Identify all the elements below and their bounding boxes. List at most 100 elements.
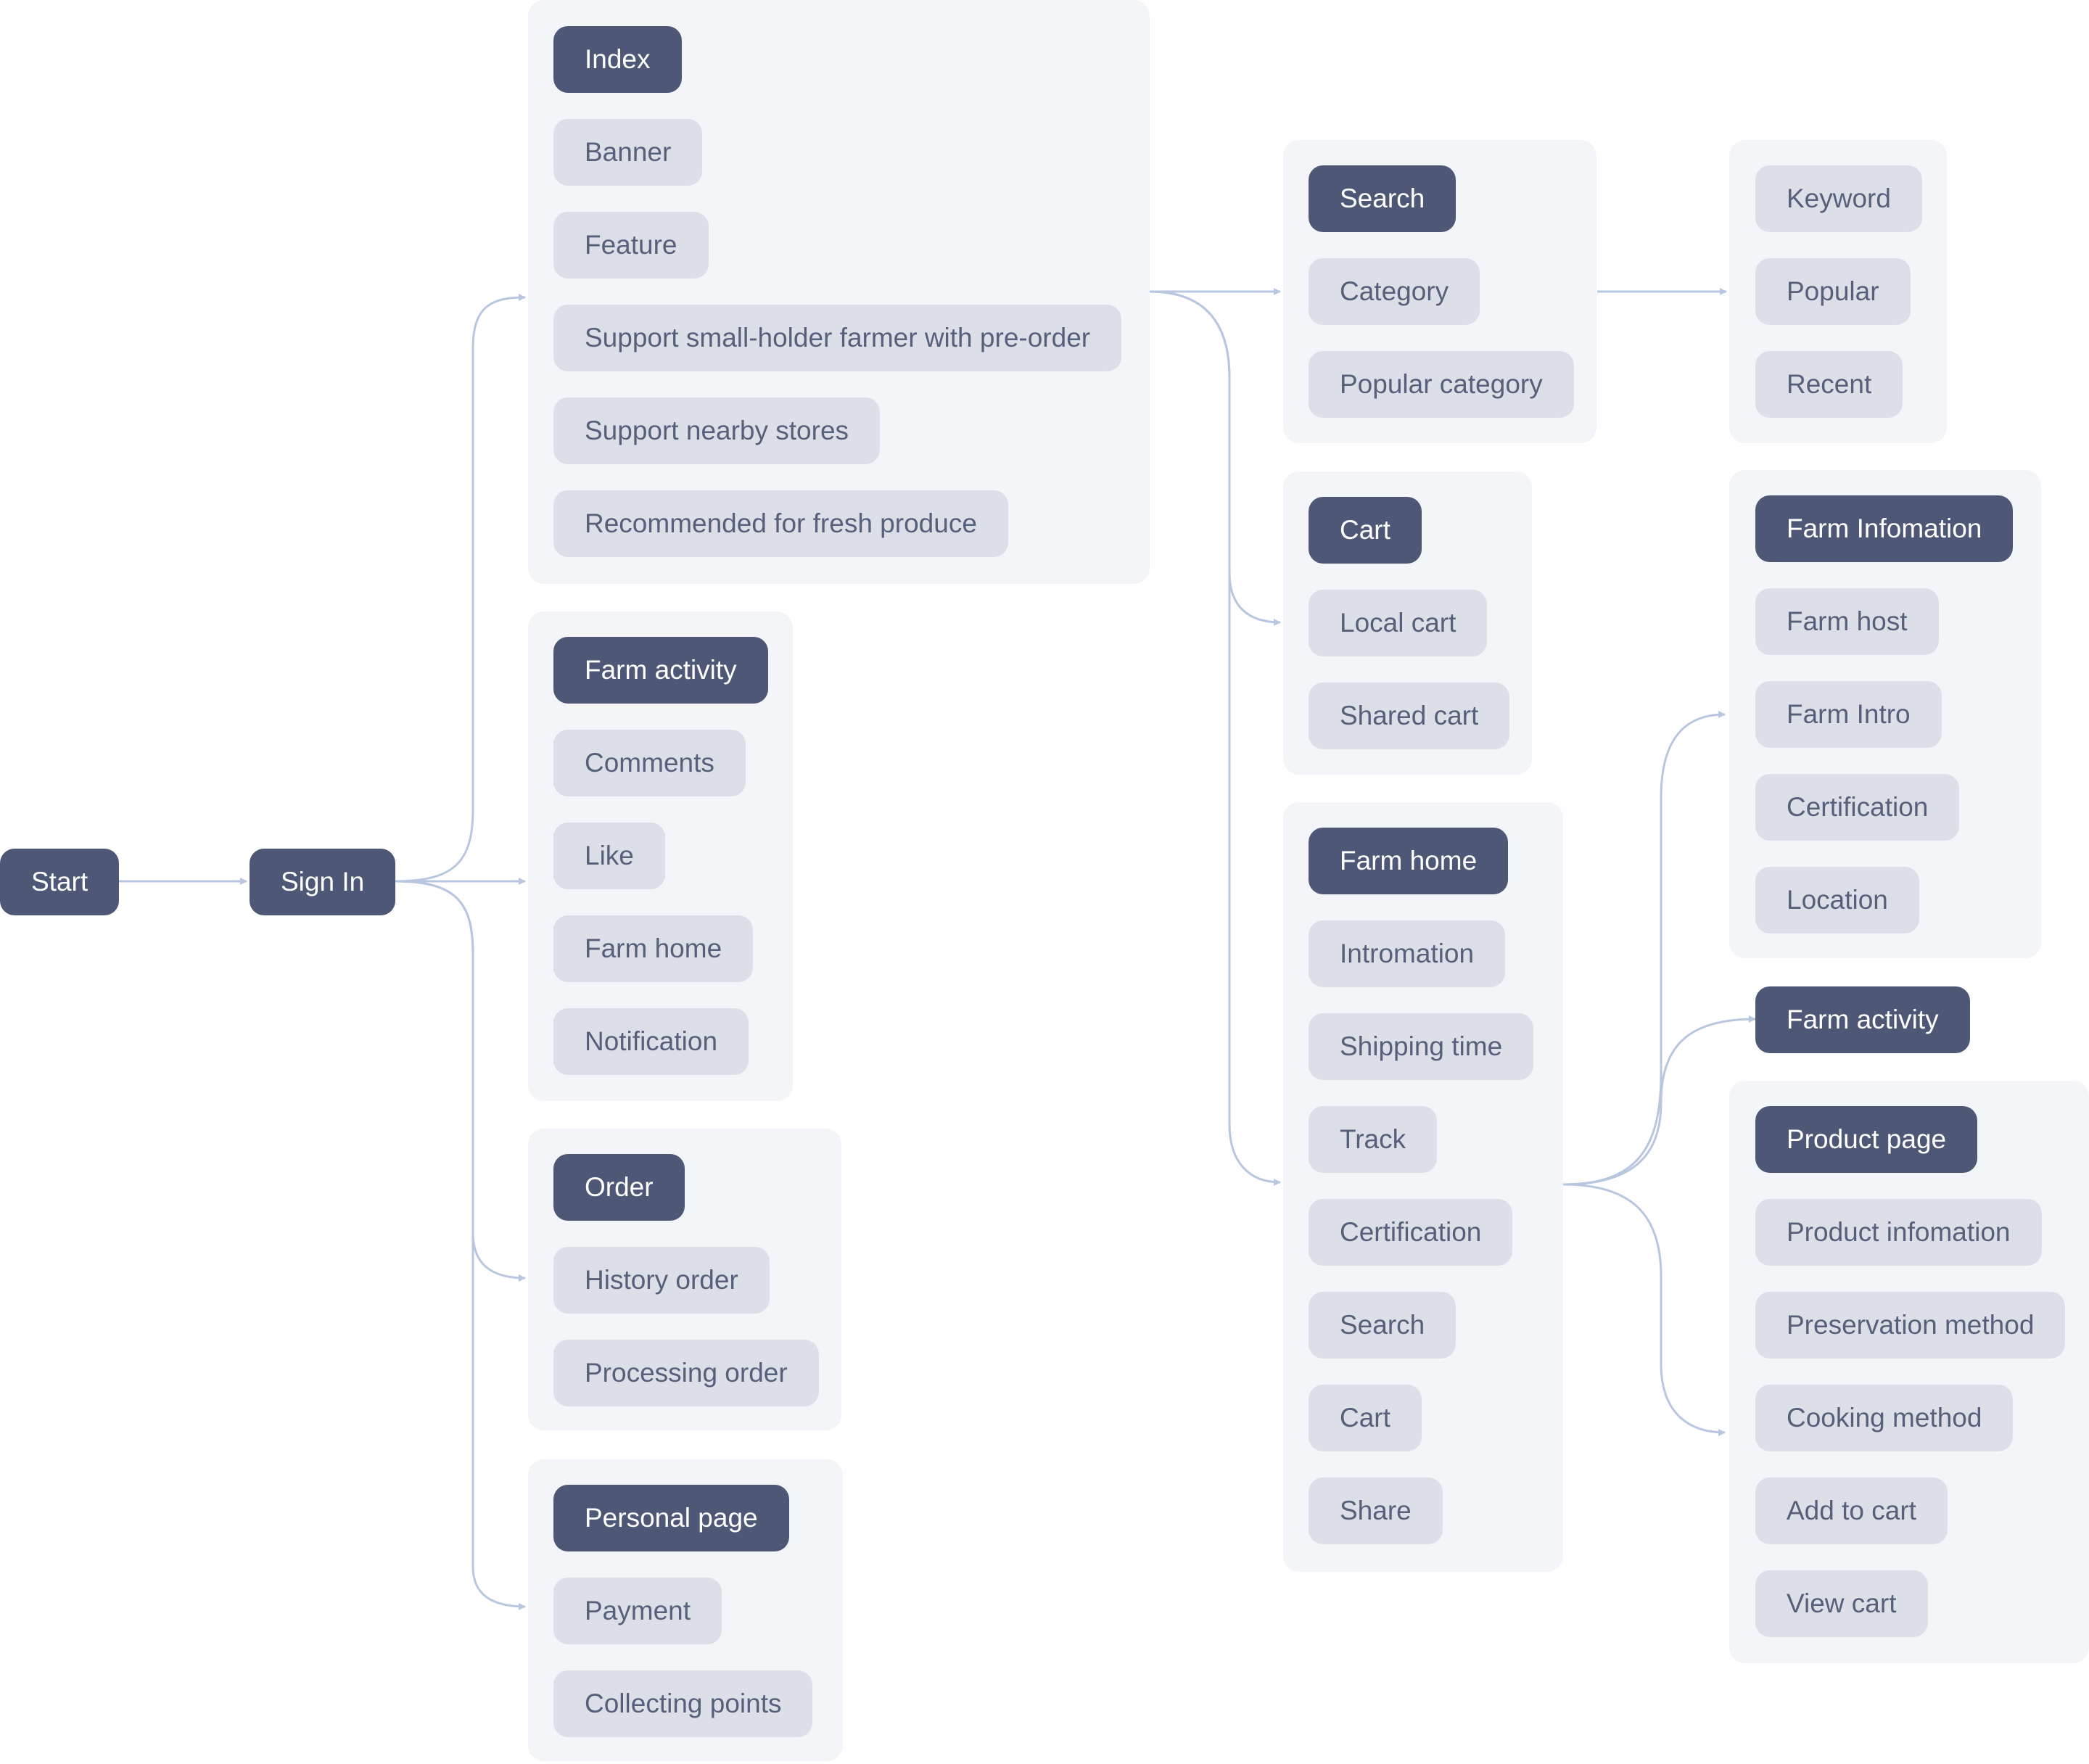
popular-node[interactable]: Popular [1755,258,1911,325]
shipping-time-node[interactable]: Shipping time [1309,1013,1534,1080]
location-label: Location [1787,885,1888,915]
popular-label: Popular [1787,276,1879,306]
like-label: Like [585,841,634,870]
intromation-node[interactable]: Intromation [1309,920,1506,987]
product-page-title: Product page [1787,1124,1947,1154]
category-node[interactable]: Category [1309,258,1480,325]
recommended-label: Recommended for fresh produce [585,508,977,538]
farm-activity-title: Farm activity [585,655,737,685]
farm-host-label: Farm host [1787,606,1908,636]
product-page-group [1729,1081,2089,1663]
arrow-farmhome-to-product [1562,1183,1726,1436]
product-information-label: Product infomation [1787,1217,2011,1247]
sign-in-node[interactable]: Sign In [250,849,396,915]
farm-home-cart-node[interactable]: Cart [1309,1385,1422,1451]
farm-home-cart-label: Cart [1340,1403,1390,1433]
farm-activity-node[interactable]: Farm activity [553,637,768,704]
arrow-signin-to-personal [395,880,526,1610]
support-nearby-node[interactable]: Support nearby stores [553,397,881,464]
search-node[interactable]: Search [1309,165,1456,232]
shared-cart-node[interactable]: Shared cart [1309,683,1510,749]
keyword-label: Keyword [1787,184,1891,213]
feature-node[interactable]: Feature [553,212,709,279]
processing-order-label: Processing order [585,1358,788,1388]
cart-node[interactable]: Cart [1309,497,1422,564]
popular-category-node[interactable]: Popular category [1309,351,1574,418]
share-node[interactable]: Share [1309,1477,1443,1544]
farm-home-certification-node[interactable]: Certification [1309,1199,1513,1266]
recommended-node[interactable]: Recommended for fresh produce [553,490,1008,557]
farm-home-search-node[interactable]: Search [1309,1292,1456,1359]
farm-certification-node[interactable]: Certification [1755,774,1960,841]
feature-label: Feature [585,230,677,260]
support-smallholder-node[interactable]: Support small-holder farmer with pre-ord… [553,305,1122,371]
farm-home-certification-label: Certification [1340,1217,1482,1247]
comments-node[interactable]: Comments [553,730,746,796]
collecting-points-label: Collecting points [585,1689,782,1718]
farm-intro-node[interactable]: Farm Intro [1755,681,1942,748]
support-smallholder-label: Support small-holder farmer with pre-ord… [585,323,1091,353]
product-page-node[interactable]: Product page [1755,1106,1978,1173]
add-to-cart-node[interactable]: Add to cart [1755,1477,1948,1544]
like-node[interactable]: Like [553,823,665,889]
share-label: Share [1340,1496,1412,1525]
arrow-index-to-farmhome [1149,290,1281,1186]
processing-order-node[interactable]: Processing order [553,1340,819,1406]
farm-activity-standalone-node[interactable]: Farm activity [1755,986,1970,1053]
shared-cart-label: Shared cart [1340,701,1479,730]
history-order-node[interactable]: History order [553,1247,770,1314]
farm-home-node[interactable]: Farm home [1309,828,1509,894]
farm-home-link-node[interactable]: Farm home [553,915,754,982]
search-title: Search [1340,184,1425,213]
personal-page-title: Personal page [585,1503,758,1533]
farm-home-search-label: Search [1340,1310,1425,1340]
banner-node[interactable]: Banner [553,119,703,186]
cart-title: Cart [1340,515,1390,545]
payment-node[interactable]: Payment [553,1578,722,1644]
support-nearby-label: Support nearby stores [585,416,849,445]
payment-label: Payment [585,1596,691,1625]
collecting-points-node[interactable]: Collecting points [553,1670,813,1737]
farm-intro-label: Farm Intro [1787,699,1911,729]
farm-information-title: Farm Infomation [1787,514,1982,543]
track-node[interactable]: Track [1309,1106,1438,1173]
intromation-label: Intromation [1340,939,1475,968]
category-label: Category [1340,276,1449,306]
location-node[interactable]: Location [1755,867,1919,933]
index-group [528,0,1150,584]
notification-label: Notification [585,1026,718,1056]
cooking-method-node[interactable]: Cooking method [1755,1385,2014,1451]
start-label: Start [31,867,88,897]
farm-information-node[interactable]: Farm Infomation [1755,495,2014,562]
order-node[interactable]: Order [553,1154,685,1221]
add-to-cart-label: Add to cart [1787,1496,1916,1525]
arrow-signin-to-order [395,880,526,1282]
index-title: Index [585,44,651,74]
keyword-node[interactable]: Keyword [1755,165,1922,232]
index-node[interactable]: Index [553,26,682,93]
comments-label: Comments [585,748,714,778]
shipping-time-label: Shipping time [1340,1031,1503,1061]
arrow-farmhome-to-activity [1562,1015,1756,1186]
view-cart-label: View cart [1787,1588,1897,1618]
track-label: Track [1340,1124,1406,1154]
view-cart-node[interactable]: View cart [1755,1570,1928,1637]
cooking-method-label: Cooking method [1787,1403,1982,1433]
product-information-node[interactable]: Product infomation [1755,1199,2042,1266]
order-title: Order [585,1172,654,1202]
preservation-method-node[interactable]: Preservation method [1755,1292,2066,1359]
start-node[interactable]: Start [0,849,120,915]
sign-in-label: Sign In [281,867,365,897]
farm-home-link-label: Farm home [585,933,722,963]
farm-host-node[interactable]: Farm host [1755,588,1939,655]
notification-node[interactable]: Notification [553,1008,749,1075]
farm-home-group [1283,802,1563,1572]
recent-node[interactable]: Recent [1755,351,1903,418]
popular-category-label: Popular category [1340,369,1543,399]
local-cart-node[interactable]: Local cart [1309,590,1488,656]
personal-page-node[interactable]: Personal page [553,1485,789,1551]
local-cart-label: Local cart [1340,608,1456,638]
preservation-method-label: Preservation method [1787,1310,2035,1340]
banner-label: Banner [585,137,672,167]
